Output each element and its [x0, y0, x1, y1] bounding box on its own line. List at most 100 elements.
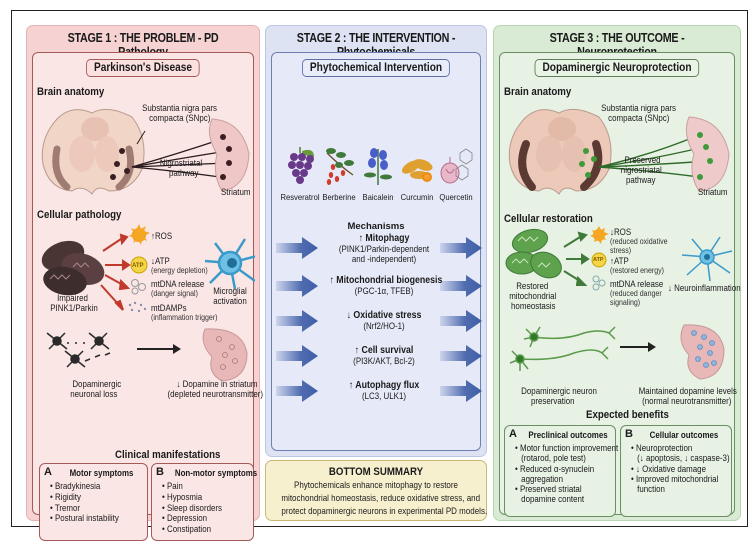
list-item: Rigidity	[50, 492, 134, 503]
striatum-icon	[208, 118, 250, 192]
healthy-mitochondria-icon	[505, 228, 562, 279]
right-arrow-icon	[620, 342, 656, 352]
brain-section-icon	[508, 108, 612, 195]
mito-label-2: PINK1/Parkin	[50, 303, 98, 313]
red-arrows	[100, 233, 131, 311]
compound-name: Baicalein	[362, 192, 394, 202]
stage3-brain-heading: Brain anatomy	[504, 86, 572, 98]
list-item: Hyposmia	[162, 492, 240, 503]
non-motor-symptoms-title: Non-motor symptoms	[174, 468, 258, 478]
stage2-inner: Phytochemical Intervention Resveratrol B…	[271, 52, 482, 451]
cellular-outcomes-box: B Cellular outcomes Neuroprotection (↓ a…	[620, 425, 732, 517]
compound-baicalein: Baicalein	[358, 145, 398, 202]
input-flow-arrow-icon	[276, 275, 318, 297]
ros-burst-icon	[129, 224, 150, 245]
healthy-neurons-icon	[509, 326, 616, 371]
output-flow-arrow-icon	[440, 237, 482, 259]
degenerating-neurons-icon	[46, 332, 111, 368]
resting-microglia-icon	[681, 236, 733, 282]
effect-atp-desc: (restored energy)	[610, 266, 664, 275]
mechanism-cell-survival: ↑ Cell survival (PI3K/AKT, Bcl-2)	[322, 345, 446, 366]
input-flow-arrow-icon	[276, 380, 318, 402]
dopamine-label-2: (normal neurotransmitter)	[642, 396, 732, 406]
mtdamps-icon	[128, 301, 147, 313]
mechanism-autophagy-flux: ↑ Autophagy flux (LC3, ULK1)	[322, 380, 446, 401]
compound-resveratrol: Resveratrol	[280, 145, 320, 202]
bottom-summary: BOTTOM SUMMARY Phytochemicals enhance mi…	[265, 460, 487, 521]
list-item: Reduced α-synuclein	[515, 464, 601, 474]
onion-molecule-icon	[440, 148, 473, 184]
list-item: ↓ Oxidative damage	[631, 464, 717, 474]
list-item: Sleep disorders	[162, 503, 240, 514]
pathway-label-2: nigrostriatal	[620, 165, 662, 175]
neuron-cluster-icon	[110, 148, 130, 180]
compound-name: Curcumin	[400, 192, 434, 202]
list-item: Constipation	[162, 524, 240, 535]
mechanism-title: ↑ Mitochondrial biogenesis	[329, 275, 443, 286]
mechanism-desc: (PGC-1α, TFEB)	[354, 286, 414, 296]
list-item: Preserved striatal	[515, 484, 601, 494]
effect-atp: ↑ATP	[610, 256, 629, 266]
neuron-loss-label-2: neuronal loss	[70, 389, 118, 399]
mechanism-title: ↓ Oxidative stress	[346, 310, 422, 321]
list-item: dopamine content	[521, 494, 585, 505]
microglia-label-1: Microglial	[213, 286, 247, 296]
mechanism-desc: and -independent)	[351, 254, 417, 264]
atp-badge: ATP	[132, 263, 144, 269]
output-flow-arrow-icon	[440, 310, 482, 332]
snpc-label-1: Substantia nigra pars	[142, 103, 217, 113]
dopamine-label-2: (depleted neurotransmitter)	[167, 389, 264, 399]
neuron-preservation-label-1: Dopaminergic neuron	[521, 386, 597, 396]
cellular-restoration-illustration	[505, 226, 733, 291]
cellular-outcomes-title: Cellular outcomes	[649, 430, 719, 440]
list-item: Depression	[162, 513, 240, 524]
pathway-label-3: pathway	[626, 175, 656, 185]
mechanism-biogenesis: ↑ Mitochondrial biogenesis (PGC-1α, TFEB…	[322, 275, 446, 296]
list-item: (↓ apoptosis, ↓ caspase-3)	[637, 453, 730, 464]
mechanism-desc: (PI3K/AKT, Bcl-2)	[353, 356, 415, 366]
summary-line-3: protect dopaminergic neurons in experime…	[281, 506, 488, 516]
effect-mtdna: mtDNA release	[151, 279, 205, 289]
pathway-label-2: pathway	[169, 168, 199, 178]
output-flow-arrow-icon	[440, 345, 482, 367]
atp-badge: ATP	[593, 257, 604, 263]
stage1-brain-heading: Brain anatomy	[37, 86, 105, 98]
stage1-inner: Parkinson's Disease Brain anatomy	[32, 52, 263, 541]
input-flow-arrow-icon	[276, 310, 318, 332]
mechanism-title: ↑ Mitophagy	[358, 233, 410, 244]
healthy-brain-illustration	[508, 108, 730, 195]
mechanism-desc: (Nrf2/HO-1)	[363, 321, 405, 331]
compound-name: Berberine	[322, 192, 356, 202]
compound-curcumin: Curcumin	[397, 145, 437, 202]
healthy-striatum-icon	[680, 324, 725, 380]
pathway-label-1: Preserved	[624, 155, 661, 165]
list-item: (rotarod, pole test)	[521, 453, 586, 464]
list-item: aggregation	[521, 473, 564, 484]
effect-mtdamps: mtDAMPs	[151, 303, 187, 313]
preclinical-outcomes-title: Preclinical outcomes	[528, 430, 608, 440]
motor-symptoms-box: A Motor symptoms Bradykinesia Rigidity T…	[39, 463, 148, 541]
mechanisms-heading: Mechanisms	[347, 221, 405, 232]
input-flow-arrow-icon	[276, 237, 318, 259]
mechanism-title: ↑ Cell survival	[354, 345, 414, 356]
activated-microglia-icon	[204, 238, 255, 290]
neuron-preservation-illustration	[509, 324, 725, 380]
striatum-icon	[685, 116, 730, 192]
stage2-pill: Phytochemical Intervention	[301, 59, 451, 77]
dopamine-label-1: Maintained dopamine levels	[638, 386, 737, 396]
list-item: Pain	[162, 481, 240, 492]
summary-line-1: Phytochemicals enhance mitophagy to rest…	[293, 480, 458, 490]
stage1-cellular-heading: Cellular pathology	[37, 209, 122, 221]
atp-icon	[591, 252, 607, 268]
brain-section-icon	[41, 108, 145, 195]
snpc-label-2: compacta (SNpc)	[608, 113, 670, 123]
output-flow-arrow-icon	[440, 380, 482, 402]
healthy-neuron-cluster-icon	[579, 148, 597, 178]
list-item: Tremor	[50, 503, 134, 514]
effect-atp-desc: (energy depletion)	[151, 266, 208, 275]
input-flow-arrow-icon	[276, 345, 318, 367]
box-letter-a: A	[509, 428, 517, 440]
non-motor-symptoms-list: Pain Hyposmia Sleep disorders Depression…	[162, 481, 251, 535]
dopamine-label-1: ↓ Dopamine in striatum	[176, 379, 258, 389]
mechanism-title: ↑ Autophagy flux	[348, 380, 420, 391]
